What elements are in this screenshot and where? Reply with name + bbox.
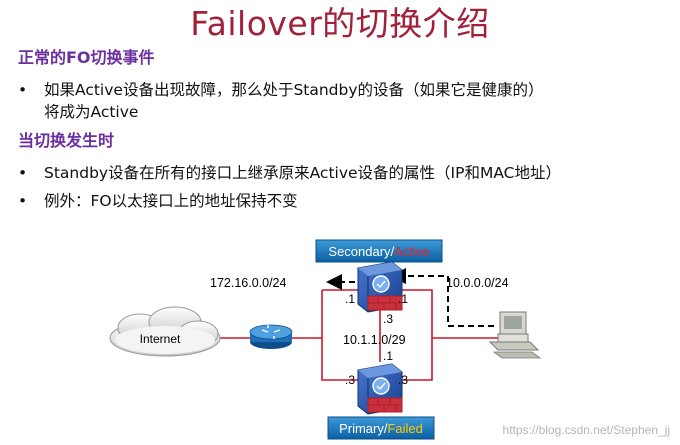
bullet-text-line: Standby设备在所有的接口上继承原来Active设备的属性（IP和MAC地址… [44,164,561,182]
secondary-fo-ip: .3 [383,312,393,326]
primary-state-text: Failed [387,421,422,436]
svg-text:Secondary/Active: Secondary/Active [328,244,429,259]
workstation-pc-icon [488,311,542,359]
secondary-firewall-icon [357,261,403,313]
secondary-left-ip: .1 [345,292,355,306]
watermark: https://blog.csdn.net/Stephen_jj [502,423,670,437]
right-subnet-label: 10.0.0.0/24 [446,276,509,290]
svg-text:Primary/Failed: Primary/Failed [339,421,423,436]
primary-sep-text: / [384,421,388,436]
section-heading-normal: 正常的FO切换事件 [18,48,155,67]
primary-right-ip: .3 [398,373,408,387]
primary-fo-ip: .1 [383,349,393,363]
bullet-marker: • [18,81,28,99]
bullet-text-line: 如果Active设备出现故障，那么处于Standby的设备（如果它是健康的） [44,81,544,99]
primary-left-ip: .3 [345,373,355,387]
internet-label: Internet [140,332,181,346]
bullet-marker: • [18,164,28,182]
network-links [220,289,500,381]
bullet-marker: • [18,192,28,210]
router-icon [249,324,293,349]
left-subnet-label: 172.16.0.0/24 [210,276,287,290]
traffic-arrows [326,268,494,327]
fo-subnet-label: 10.1.1.0/29 [343,333,406,347]
slide-title: Failover的切换介绍 [190,4,490,43]
primary-failed-label: Primary/Failed [327,416,435,440]
secondary-sep-text: / [391,244,395,259]
secondary-state-text: Active [394,244,429,259]
secondary-role-text: Secondary [328,244,391,259]
section-heading-switch: 当切换发生时 [18,131,115,150]
bullet-text-line: 将成为Active [44,103,139,121]
internet-cloud-icon: Internet [109,306,221,357]
secondary-active-label: Secondary/Active [315,239,443,263]
primary-role-text: Primary [339,421,384,436]
primary-firewall-icon [357,363,403,415]
bullet-text-line: 例外：FO以太接口上的地址保持不变 [44,192,298,210]
secondary-right-ip: .1 [398,292,408,306]
